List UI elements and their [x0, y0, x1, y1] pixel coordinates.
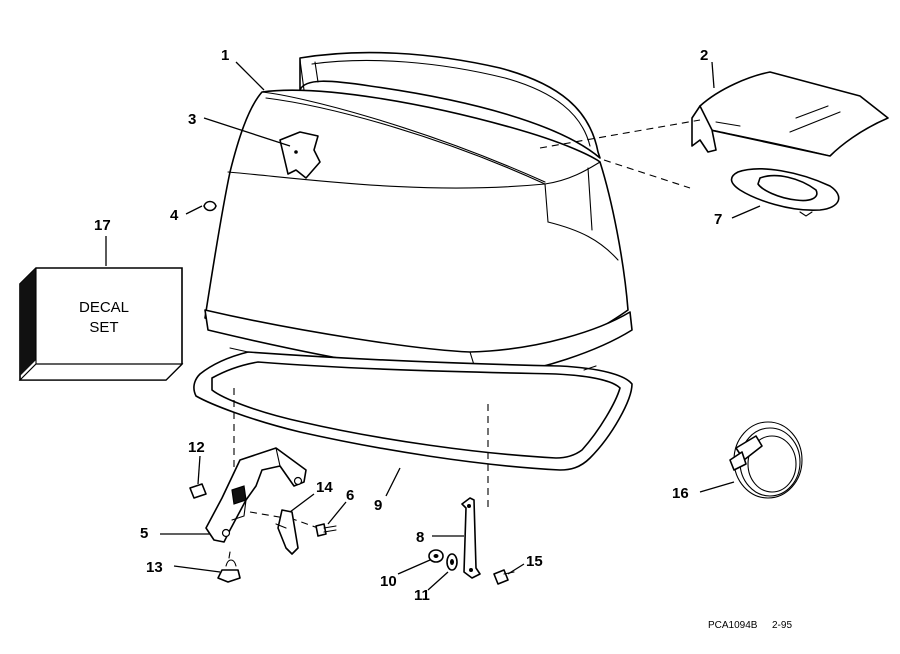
callout-2: 2	[700, 47, 708, 64]
callout-6: 6	[346, 487, 354, 504]
screw-part-4	[203, 200, 217, 212]
cable-harness-part	[729, 421, 803, 499]
seal-ring-part	[193, 347, 633, 471]
figure-reference: PCA1094B 2-95	[708, 620, 792, 631]
callout-9: 9	[374, 497, 382, 514]
bolt-part-6	[315, 523, 337, 537]
callout-10: 10	[380, 573, 397, 590]
alignment-lines	[233, 119, 701, 529]
gasket-frame-part	[730, 168, 840, 217]
figure-ref-date: 2-95	[772, 620, 792, 631]
engine-cover-part	[204, 51, 633, 391]
callout-11: 11	[414, 587, 430, 604]
decal-set-box: DECAL SET	[18, 267, 184, 381]
bracket-part	[205, 447, 307, 543]
leader-lines	[105, 61, 761, 591]
rear-cover-part	[691, 71, 889, 157]
latch-bar-part	[461, 497, 481, 579]
emblem-part	[279, 131, 321, 179]
callout-14: 14	[316, 479, 333, 496]
callout-17: 17	[94, 217, 111, 234]
callout-16: 16	[672, 485, 689, 502]
decal-box-line1: DECAL	[79, 299, 129, 316]
callout-15: 15	[526, 553, 543, 570]
grommet-part	[217, 551, 241, 583]
callout-4: 4	[170, 207, 179, 224]
callout-8: 8	[416, 529, 424, 546]
clip-part-14	[275, 509, 299, 555]
callout-1: 1	[221, 47, 229, 64]
figure-ref-code: PCA1094B	[708, 620, 758, 631]
decal-box-line2: SET	[89, 319, 118, 336]
callout-13: 13	[146, 559, 163, 576]
clip-nut-part	[189, 483, 207, 499]
callout-5: 5	[140, 525, 148, 542]
washer-part-10	[428, 549, 444, 563]
callout-labels: 1 2 3 4 5 6 7 8 9 10 11 12 13 14 15 16 1…	[94, 47, 722, 604]
spacer-part-11	[446, 553, 458, 571]
callout-3: 3	[188, 111, 196, 128]
callout-7: 7	[714, 211, 722, 228]
callout-12: 12	[188, 439, 205, 456]
